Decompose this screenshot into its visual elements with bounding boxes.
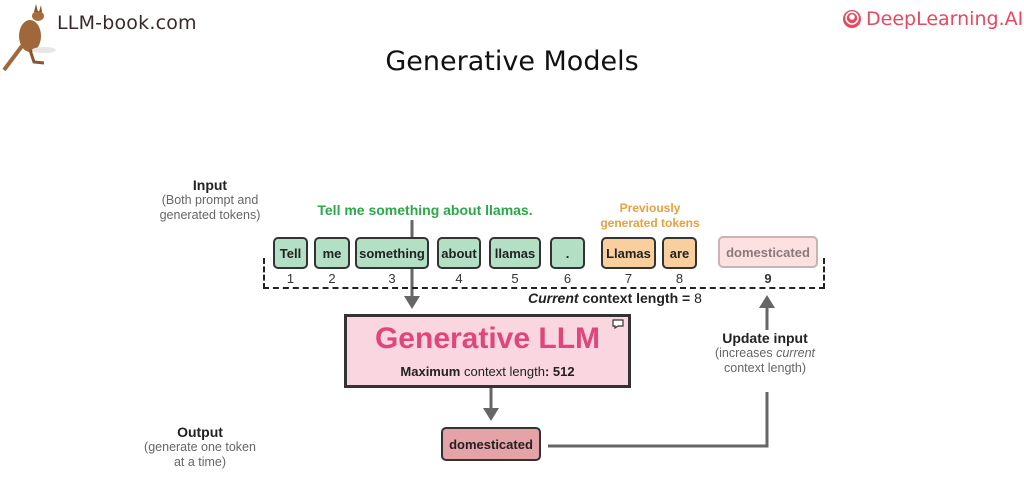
token-text: something [359, 245, 425, 261]
output-label: Output (generate one token at a time) [140, 424, 260, 470]
token-text: Tell [279, 245, 302, 261]
generative-llm-box [344, 314, 631, 388]
token-text: Llamas [606, 245, 651, 261]
deeplearning-logo: DeepLearning.AI [842, 8, 1023, 30]
token-text: llamas [494, 245, 536, 261]
llm-sub-bold: Maximum [400, 364, 461, 379]
context-window-bracket [263, 258, 825, 289]
next-token: domesticated [718, 236, 818, 268]
update-label-sub2: context length) [724, 361, 806, 375]
comment-icon[interactable] [612, 319, 624, 329]
token-text: . [565, 245, 570, 261]
ctx-middle: context length = [578, 290, 695, 306]
token-index: 3 [388, 271, 396, 286]
token-index: 4 [455, 271, 463, 286]
kangaroo-logo [0, 0, 200, 75]
token-index: 2 [328, 271, 336, 286]
deeplearning-logo-icon [843, 10, 861, 28]
ctx-prefix: Current [528, 290, 579, 306]
update-input-label: Update input (increases current context … [700, 330, 830, 376]
llm-title: Generative LLM [374, 322, 601, 355]
input-label: Input (Both prompt and generated tokens) [140, 177, 280, 223]
brand-right-text: DeepLearning.AI [866, 8, 1024, 30]
input-label-title: Input [192, 177, 228, 193]
update-label-sub1: (increases current [700, 346, 830, 361]
token-2: me [314, 237, 350, 269]
prompt-text: Tell me something about llamas. [317, 202, 533, 218]
token-text: domesticated [726, 244, 810, 260]
feedback-line [548, 392, 769, 448]
output-label-title: Output [177, 424, 223, 440]
output-token: domesticated [441, 427, 541, 461]
token-4: about [437, 237, 481, 269]
update-arrow-head [759, 295, 775, 308]
token-index: 5 [511, 271, 519, 286]
prev-label-line1: Previously [619, 201, 681, 215]
token-text: me [322, 245, 342, 261]
token-3: something [355, 237, 429, 269]
token-index: 8 [675, 271, 684, 286]
current-context-length: Current context length = 8 [528, 290, 702, 306]
previously-generated-label: Previously generated tokens [590, 201, 710, 231]
prompt-arrow-head [404, 296, 420, 309]
llm-sub-mid: context length [460, 364, 545, 379]
input-label-sub2: generated tokens) [159, 208, 261, 222]
token-7: Llamas [601, 237, 656, 269]
prev-label-line2: generated tokens [600, 216, 700, 230]
token-text: are [669, 245, 690, 261]
llm-sub-end: : 512 [544, 364, 575, 379]
output-token-text: domesticated [449, 436, 533, 452]
next-token-index: 9 [764, 271, 772, 286]
token-6: . [550, 237, 585, 269]
output-label-sub2: at a time) [173, 455, 227, 469]
token-index: 1 [286, 271, 295, 286]
update-sub1-pre: (increases [714, 346, 777, 360]
max-context-length: Maximum context length: 512 [344, 364, 631, 379]
brand-left-text: LLM-book.com [57, 12, 197, 34]
update-sub1-em: current [776, 346, 816, 360]
kangaroo-icon [2, 4, 56, 72]
token-index: 6 [563, 271, 572, 286]
ctx-value: 8 [694, 290, 702, 306]
token-index: 7 [624, 271, 633, 286]
token-5: llamas [489, 237, 541, 269]
token-1: Tell [273, 237, 308, 269]
token-text: about [441, 245, 477, 261]
output-arrow-head [483, 408, 499, 421]
output-label-sub1: (generate one token [144, 440, 256, 454]
page-title: Generative Models [385, 46, 639, 77]
update-label-title: Update input [722, 330, 808, 346]
input-label-sub1: (Both prompt and [161, 193, 259, 207]
token-8: are [662, 237, 697, 269]
